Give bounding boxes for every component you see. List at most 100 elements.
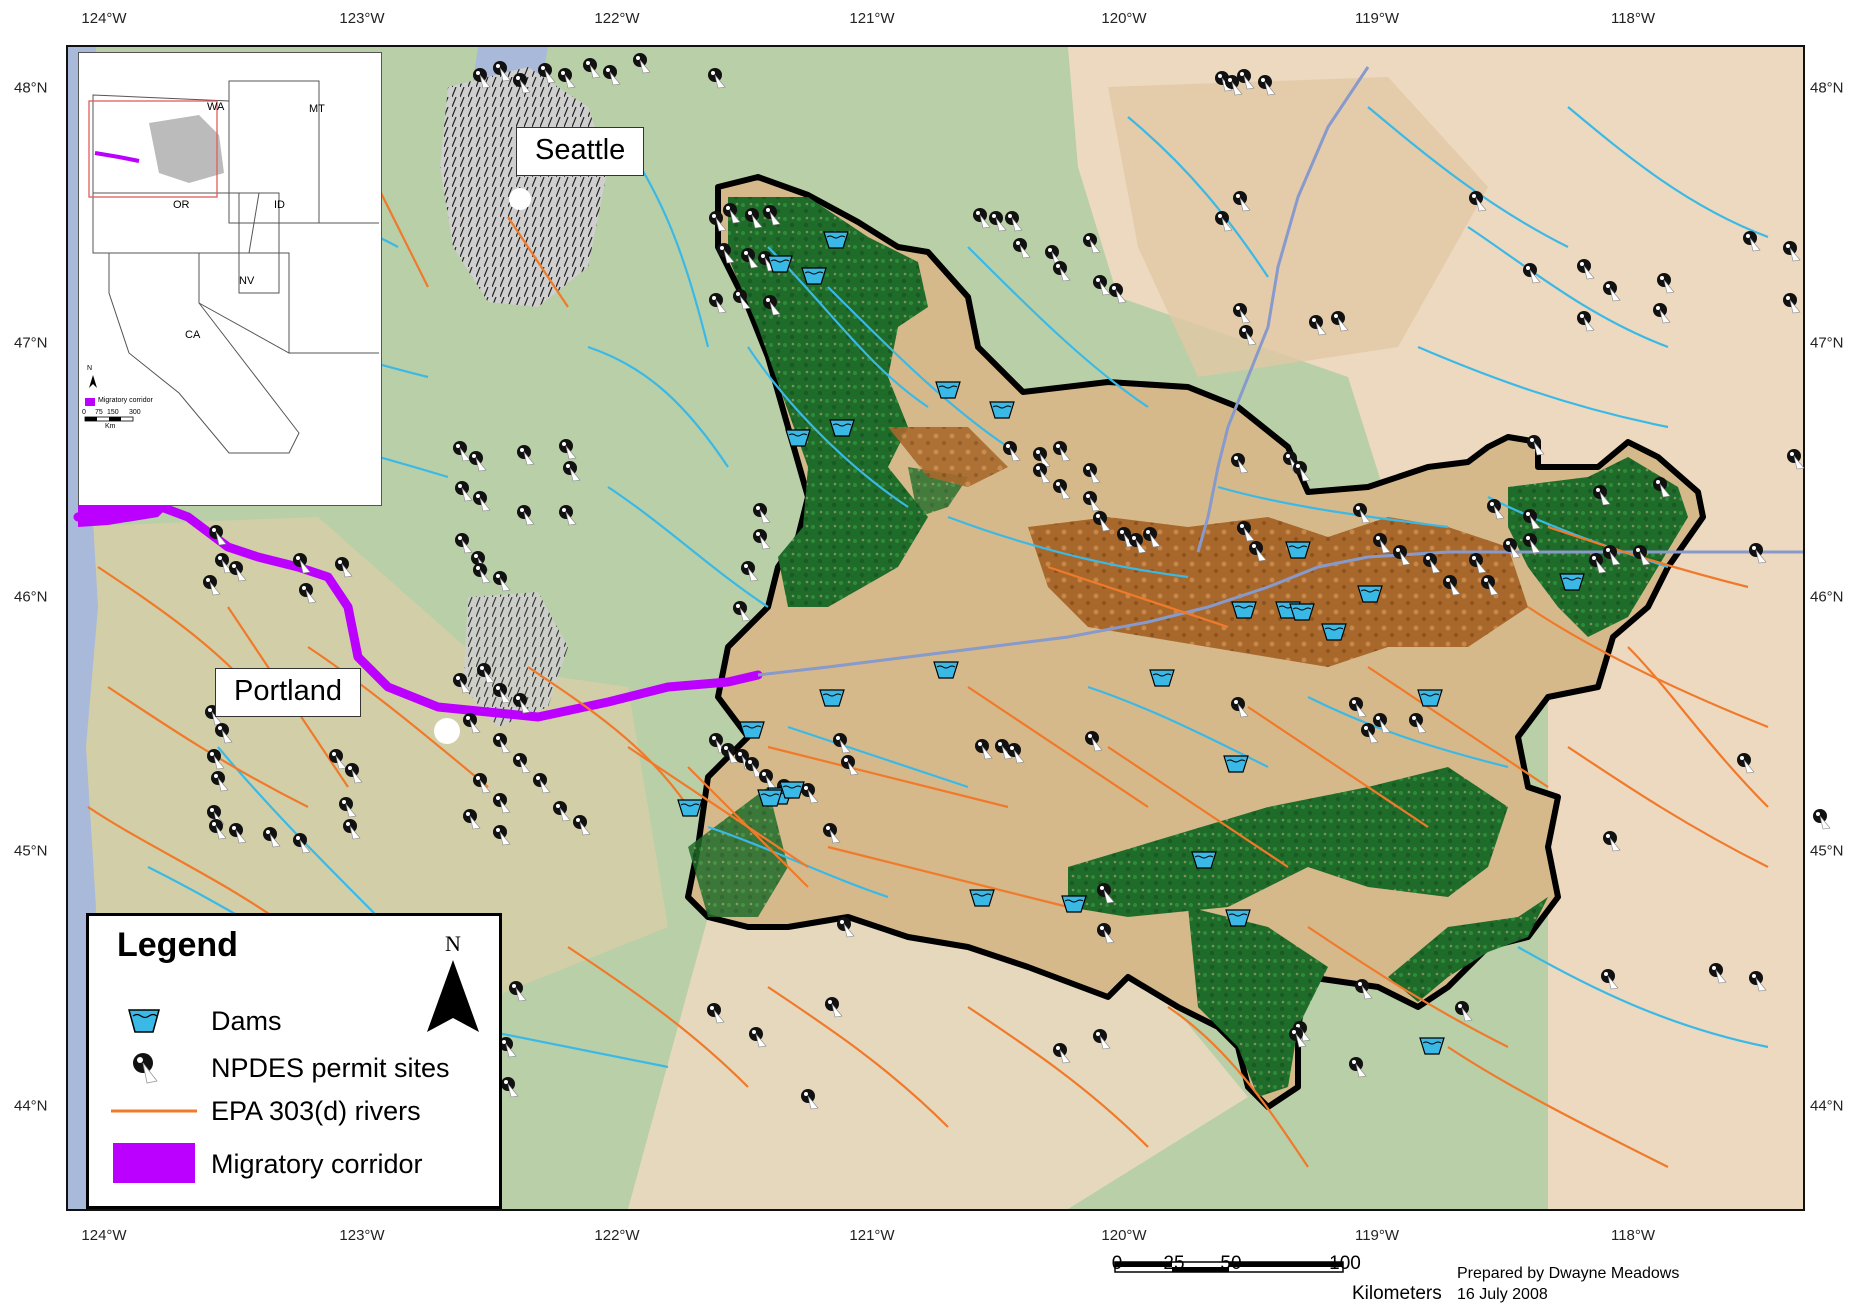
npdes-site-marker [1653, 477, 1671, 498]
npdes-site-marker [493, 733, 511, 754]
npdes-site-marker [1709, 963, 1727, 984]
npdes-site-marker [1469, 191, 1487, 212]
inset-state-ca: CA [185, 329, 201, 341]
npdes-site-marker [1097, 923, 1115, 944]
npdes-site-marker [1045, 245, 1063, 266]
npdes-site-marker [1053, 479, 1071, 500]
npdes-site-marker [473, 491, 491, 512]
npdes-site-marker [339, 797, 357, 818]
inset-study-area [149, 115, 224, 183]
forest-blue-mountains [1068, 767, 1508, 917]
npdes-site-marker [1633, 545, 1651, 566]
npdes-site-marker [1527, 435, 1545, 456]
inset-scale-label: 0 [82, 409, 86, 416]
lon-tick-top: 121°W [849, 10, 895, 27]
dam-marker [823, 231, 849, 249]
npdes-site-marker [1443, 575, 1461, 596]
scale-label: 25 [1163, 1253, 1185, 1274]
npdes-site-marker [763, 295, 781, 316]
npdes-site-marker [229, 823, 247, 844]
lat-tick-right: 45°N [1810, 842, 1844, 860]
npdes-site-marker [709, 733, 727, 754]
inset-legend-label: Migratory corridor [98, 397, 153, 404]
npdes-site-marker [1033, 463, 1051, 484]
npdes-site-marker [1523, 533, 1541, 554]
columbia-river [757, 550, 1803, 677]
npdes-site-marker [1237, 69, 1255, 90]
npdes-site-marker [335, 557, 353, 578]
inset-map-canvas [84, 80, 379, 454]
legend-label-npdes: NPDES permit sites [211, 1053, 450, 1083]
npdes-site-marker [1481, 575, 1499, 596]
npdes-site-marker [1787, 449, 1805, 470]
inset-corridor [94, 151, 140, 163]
npdes-site-marker [1361, 723, 1379, 744]
npdes-site-marker [1085, 731, 1103, 752]
dam-marker [935, 381, 961, 399]
scale-label: 50 [1220, 1253, 1242, 1274]
scale-label: 100 [1329, 1253, 1361, 1274]
npdes-site-marker [1737, 753, 1755, 774]
lon-tick-bottom: 122°W [594, 1227, 640, 1244]
npdes-site-marker [1603, 281, 1621, 302]
lat-tick-left: 47°N [14, 334, 48, 352]
npdes-site-marker [1349, 697, 1367, 718]
lon-tick-top: 120°W [1101, 10, 1147, 27]
inset-state-mt: MT [309, 103, 325, 115]
npdes-site-marker [1503, 538, 1521, 559]
city-marker-portland [434, 718, 460, 744]
npdes-site-marker [1423, 553, 1441, 574]
npdes-site-marker [833, 733, 851, 754]
npdes-site-marker [1349, 1057, 1367, 1078]
dam-marker [1285, 541, 1311, 559]
npdes-site-marker [538, 63, 556, 84]
north-arrow-icon [427, 960, 479, 1032]
lon-tick-top: 118°W [1610, 10, 1656, 27]
npdes-site-marker [1593, 485, 1611, 506]
npdes-site-marker [513, 753, 531, 774]
npdes-site-marker [493, 825, 511, 846]
npdes-site-marker [215, 723, 233, 744]
npdes-site-marker [1013, 238, 1031, 259]
legend-title: Legend [117, 926, 238, 964]
dam-marker [767, 255, 793, 273]
npdes-site-marker [1249, 541, 1267, 562]
npdes-site-marker [723, 203, 741, 224]
lat-tick-right: 44°N [1810, 1097, 1844, 1115]
npdes-site-marker [203, 575, 221, 596]
scale-label: 0 [1111, 1253, 1123, 1274]
dam-marker [1417, 689, 1443, 707]
npdes-site-marker [533, 773, 551, 794]
lon-tick-bottom: 123°W [339, 1227, 385, 1244]
npdes-site-marker [1743, 231, 1761, 252]
dam-marker [739, 721, 765, 739]
lat-tick-left: 45°N [14, 842, 48, 860]
npdes-site-marker [825, 997, 843, 1018]
dam-marker [1149, 669, 1175, 687]
npdes-site-marker [717, 243, 735, 264]
lat-tick-right: 46°N [1810, 588, 1844, 606]
lon-tick-bottom: 118°W [1610, 1227, 1656, 1244]
dam-marker [1321, 623, 1347, 641]
npdes-site-marker [1783, 293, 1801, 314]
inset-state-or: OR [173, 199, 190, 211]
npdes-site-marker [1231, 697, 1249, 718]
lat-tick-left: 46°N [14, 588, 48, 606]
npdes-site-marker [345, 763, 363, 784]
npdes-site-marker [1409, 713, 1427, 734]
npdes-site-marker [1657, 273, 1675, 294]
npdes-site-marker [1053, 261, 1071, 282]
portland-urban [463, 592, 568, 727]
npdes-site-marker [801, 783, 819, 804]
npdes-site-marker [1601, 969, 1619, 990]
dam-icon [128, 1009, 160, 1033]
npdes-site-marker [453, 673, 471, 694]
npdes-site-marker [1749, 543, 1767, 564]
inset-state-wa: WA [207, 101, 225, 113]
npdes-site-marker [973, 208, 991, 229]
city-marker-seattle [509, 188, 531, 210]
npdes-site-marker [709, 211, 727, 232]
dam-marker [829, 419, 855, 437]
city-label-seattle: Seattle [516, 127, 645, 176]
npdes-site-marker [1003, 441, 1021, 462]
